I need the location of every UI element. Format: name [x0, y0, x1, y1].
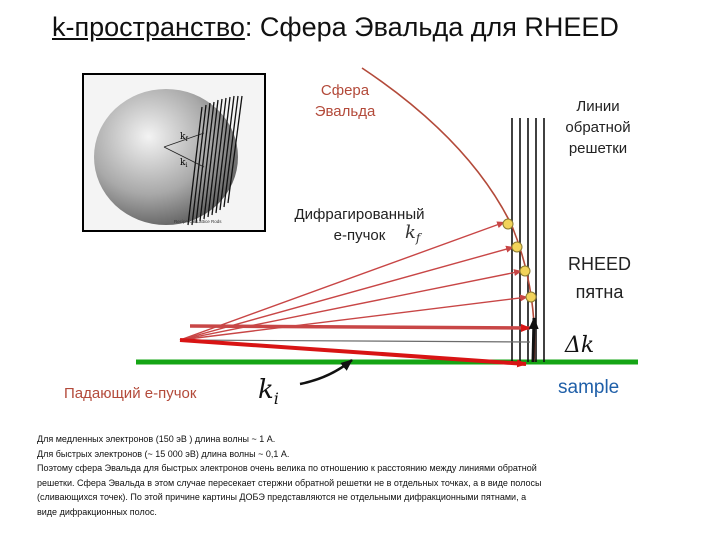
rheed-spot: [525, 291, 537, 303]
note-line: виде дифракционных полос.: [37, 506, 157, 517]
reciprocal-lattice-label-line: обратной: [565, 119, 631, 136]
ewald-sphere-label-line: Сфера: [320, 82, 370, 99]
inset-k-vectors: [163, 132, 205, 168]
reciprocal-lattice-label-line: решетки: [568, 140, 628, 157]
ewald-sphere-label-line: Эвальда: [314, 103, 376, 120]
ewald-sphere-label: Сфера Эвальда: [300, 80, 390, 122]
rheed-spot: [511, 241, 523, 253]
rheed-spots-label-line: RHEED: [567, 254, 631, 274]
kf-label: kf: [405, 222, 423, 245]
diffracted-beams: [179, 221, 529, 341]
inset-sphere: [94, 89, 238, 225]
diffracted-beam-label: Дифрагированный е-пучок: [272, 204, 447, 246]
title-rest: : Сфера Эвальда для RHEED: [244, 12, 619, 42]
diffracted-beam: [179, 269, 523, 341]
diffracted-beam: [179, 221, 506, 341]
reference-line: [179, 339, 531, 343]
rheed-spot: [502, 218, 514, 230]
page-title: k-пространство: Сфера Эвальда для RHEED: [52, 12, 619, 43]
rheed-spot: [519, 265, 531, 277]
sample-label: sample: [558, 377, 620, 398]
note-line: Для медленных электронов (150 эВ ) длина…: [37, 434, 276, 444]
note-line: решетки. Сфера Эвальда в этом случае пер…: [37, 477, 542, 488]
note-line: Поэтому сфера Эвальда для быстрых электр…: [37, 463, 537, 473]
inset-ki-label: ki: [180, 158, 187, 169]
inset-caption: Reciprocal Lattice Rods: [174, 219, 222, 224]
rheed-spots: [502, 218, 537, 303]
inset-rods: [187, 95, 243, 226]
explanation-notes: Для медленных электронов (150 эВ ) длина…: [37, 432, 687, 519]
note-line: (сливающихся точек). По этой причине кар…: [37, 492, 527, 502]
diffracted-beam: [179, 245, 515, 341]
ki-pointer-arrow: [299, 359, 353, 386]
reciprocal-lattice-label: Линии обратной решетки: [548, 96, 648, 159]
diffracted-beam: [179, 294, 529, 341]
rheed-spots-label-line: пятна: [575, 282, 624, 302]
reciprocal-lattice-rods: [511, 118, 545, 362]
delta-k-arrow: [528, 317, 539, 363]
title-k-space: k-пространство: [52, 12, 245, 42]
incident-beam: [179, 338, 527, 368]
inset-kf-label: kf: [180, 132, 188, 143]
inset-ewald-sphere-figure: kf ki Reciprocal Lattice Rods: [82, 73, 266, 232]
incident-beam-label: Падающий е-пучок: [64, 385, 197, 402]
diffracted-beam-label-line: Дифрагированный: [294, 206, 425, 223]
note-line: Для быстрых электронов (~ 15 000 эВ) дли…: [37, 448, 290, 459]
rheed-spots-label: RHEED пятна: [552, 250, 647, 306]
reciprocal-lattice-label-line: Линии: [576, 98, 620, 115]
diffracted-beam-label-line: е-пучок: [333, 227, 386, 244]
delta-k-label: Δk: [564, 333, 594, 358]
specular-beam: [189, 323, 531, 332]
inset-figure: kf ki Reciprocal Lattice Rods: [94, 89, 243, 226]
ki-label: ki: [258, 375, 279, 408]
